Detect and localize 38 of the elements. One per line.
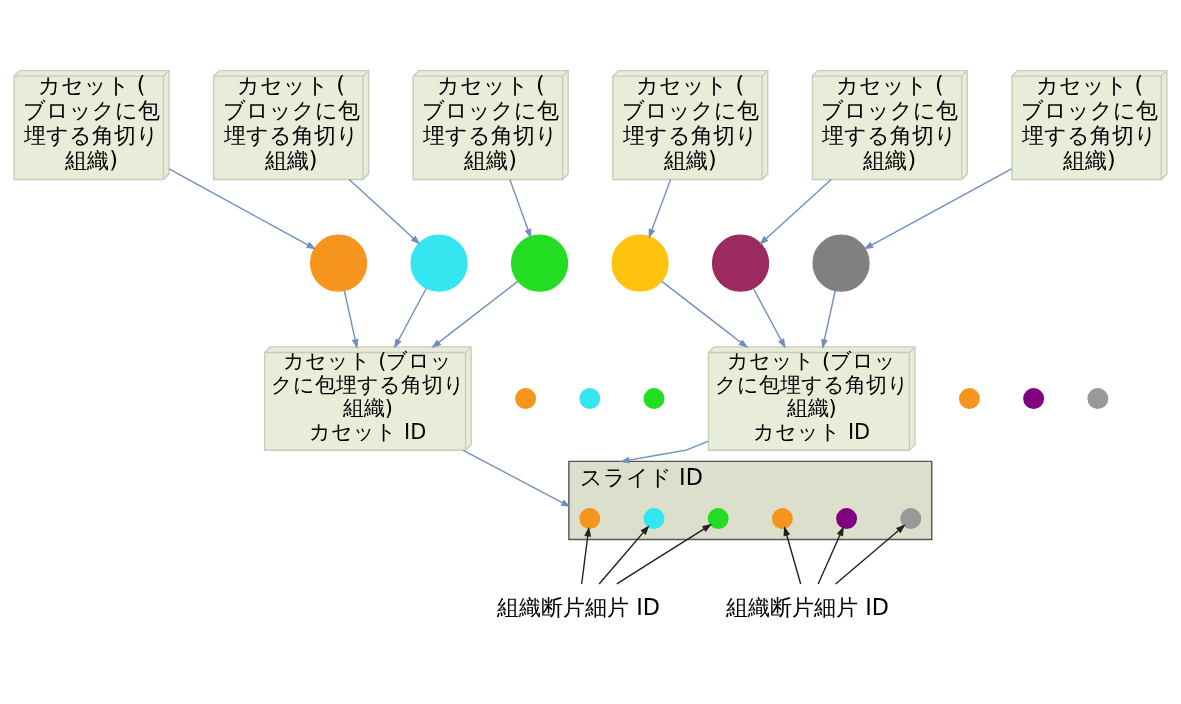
node-circle <box>836 507 858 529</box>
arrow <box>168 167 317 250</box>
arrow <box>817 525 844 585</box>
arrow <box>393 287 428 349</box>
arrow <box>648 178 672 239</box>
arrow <box>431 280 519 348</box>
arrow <box>580 526 592 585</box>
arrow <box>343 289 359 349</box>
arrow <box>462 449 571 507</box>
arrow <box>834 523 906 585</box>
arrow <box>752 287 786 349</box>
node-circle <box>1023 387 1045 409</box>
arrow <box>863 167 1013 250</box>
node-circle <box>900 507 922 529</box>
node-circle <box>707 507 729 529</box>
node-circle <box>812 234 870 292</box>
node-circle <box>510 234 569 292</box>
node-circle <box>643 387 665 409</box>
arrow <box>598 524 650 585</box>
arrow <box>619 440 709 463</box>
arrow <box>348 178 421 245</box>
node-text: 組織断片細片 ID <box>726 593 889 620</box>
node-circle <box>579 507 601 529</box>
node-circle <box>958 387 980 409</box>
node-circle <box>310 234 368 292</box>
node-circle <box>611 234 669 292</box>
arrow <box>616 523 713 585</box>
arrow <box>821 289 836 349</box>
node-text: 組織断片細片 ID <box>497 593 661 620</box>
arrow <box>509 178 532 239</box>
arrow <box>783 525 802 585</box>
node-circle <box>515 387 537 409</box>
node-circle <box>643 507 665 529</box>
node-circle <box>771 507 793 529</box>
node-circle <box>1087 387 1109 409</box>
node-circle <box>579 387 601 409</box>
arrow <box>661 280 749 348</box>
arrow <box>759 178 832 245</box>
